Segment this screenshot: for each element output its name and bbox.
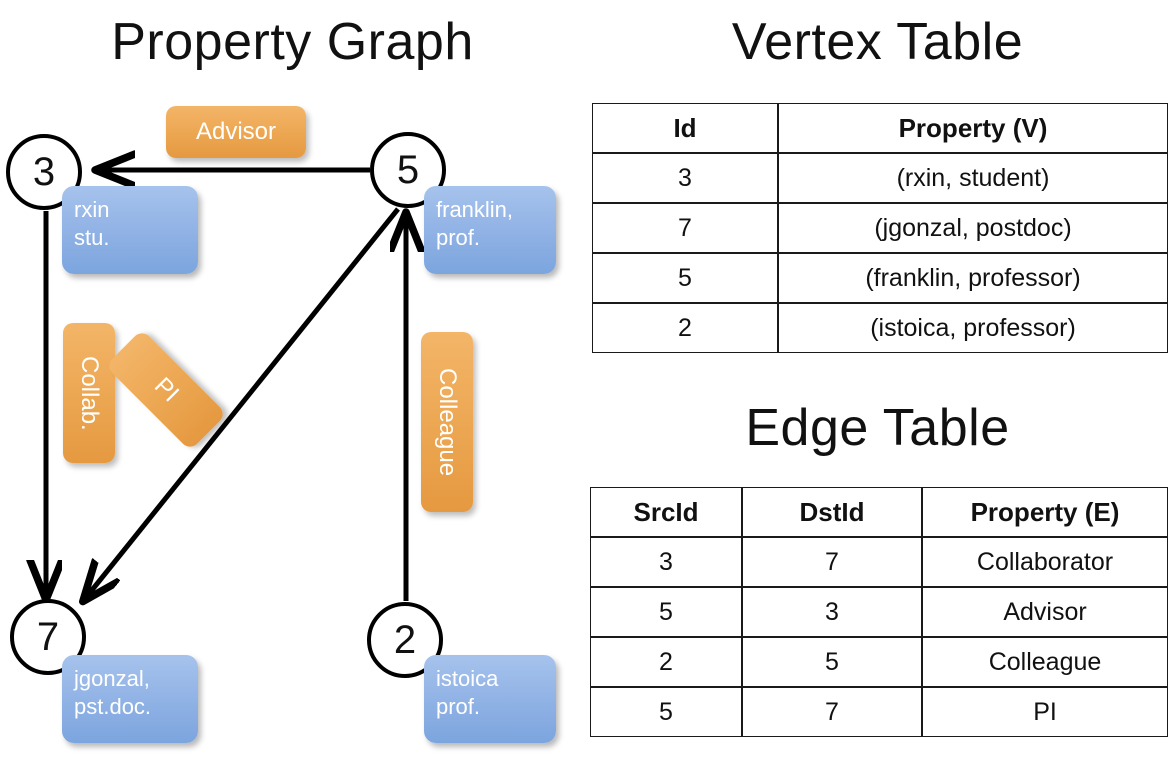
edge-row-1-property: Advisor bbox=[922, 587, 1168, 637]
node-property-box-5: franklin, prof. bbox=[424, 186, 556, 274]
edge-label-box-collab: Collab. bbox=[63, 323, 115, 463]
edge-table-header-row: SrcId DstId Property (E) bbox=[590, 487, 1168, 537]
edge-table-header-property: Property (E) bbox=[922, 487, 1168, 537]
graph-node-2[interactable]: 2 bbox=[367, 602, 443, 678]
node-property-box-7: jgonzal, pst.doc. bbox=[62, 655, 198, 743]
edge-row-1-src: 5 bbox=[590, 587, 742, 637]
vertex-row-1-id: 7 bbox=[592, 203, 778, 253]
node-property-3-line2: stu. bbox=[74, 225, 110, 251]
edge-label-text-advisor: Advisor bbox=[195, 118, 277, 145]
edge-table-header-dstid: DstId bbox=[742, 487, 922, 537]
edge-row-2-src: 2 bbox=[590, 637, 742, 687]
property-graph-diagram: 3 5 7 2 rxin stu. franklin, prof. jgonza… bbox=[0, 0, 585, 760]
edge-row-3-src: 5 bbox=[590, 687, 742, 737]
table-row[interactable]: 2 (istoica, professor) bbox=[592, 303, 1168, 353]
edge-row-3-dst: 7 bbox=[742, 687, 922, 737]
table-row[interactable]: 5 3 Advisor bbox=[590, 587, 1168, 637]
node-property-5-line1: franklin, bbox=[436, 197, 514, 222]
vertex-row-3-id: 2 bbox=[592, 303, 778, 353]
node-property-box-2: istoica prof. bbox=[424, 655, 556, 743]
graph-node-7-label: 7 bbox=[36, 615, 60, 659]
vertex-row-0-id: 3 bbox=[592, 153, 778, 203]
edge-5-to-7-pi bbox=[84, 207, 400, 600]
vertex-table-header-id: Id bbox=[592, 103, 778, 153]
edge-label-box-colleague: Colleague bbox=[421, 332, 473, 512]
node-property-7-line1: jgonzal, bbox=[74, 666, 150, 691]
vertex-table-header-row: Id Property (V) bbox=[592, 103, 1168, 153]
page-title-edge-table: Edge Table bbox=[745, 399, 1010, 457]
page-title-property-graph: Property Graph bbox=[111, 13, 474, 71]
edge-label-text-colleague: Colleague bbox=[434, 367, 461, 477]
edge-row-3-property: PI bbox=[922, 687, 1168, 737]
edge-label-box-advisor: Advisor bbox=[166, 106, 306, 158]
graph-node-5-label: 5 bbox=[396, 148, 420, 192]
edge-row-2-property: Colleague bbox=[922, 637, 1168, 687]
vertex-row-2-id: 5 bbox=[592, 253, 778, 303]
graph-node-2-label: 2 bbox=[393, 618, 417, 662]
node-property-box-3: rxin stu. bbox=[62, 186, 198, 274]
node-property-3-line1: rxin bbox=[74, 197, 110, 222]
graph-node-3-label: 3 bbox=[32, 150, 56, 194]
node-property-7-line2: pst.doc. bbox=[74, 694, 152, 720]
edge-row-1-dst: 3 bbox=[742, 587, 922, 637]
edge-row-0-dst: 7 bbox=[742, 537, 922, 587]
edge-row-0-src: 3 bbox=[590, 537, 742, 587]
edge-row-2-dst: 5 bbox=[742, 637, 922, 687]
table-row[interactable]: 5 (franklin, professor) bbox=[592, 253, 1168, 303]
graph-edges-svg bbox=[0, 0, 585, 760]
node-property-2-line2: prof. bbox=[436, 694, 481, 720]
vertex-table: Id Property (V) 3 (rxin, student) 7 (jgo… bbox=[592, 103, 1168, 353]
table-row[interactable]: 7 (jgonzal, postdoc) bbox=[592, 203, 1168, 253]
edge-table: SrcId DstId Property (E) 3 7 Collaborato… bbox=[590, 487, 1168, 737]
edge-label-text-pi: PI bbox=[148, 372, 184, 408]
table-row[interactable]: 3 (rxin, student) bbox=[592, 153, 1168, 203]
table-row[interactable]: 5 7 PI bbox=[590, 687, 1168, 737]
vertex-row-2-property: (franklin, professor) bbox=[778, 253, 1168, 303]
table-row[interactable]: 3 7 Collaborator bbox=[590, 537, 1168, 587]
node-property-5-line2: prof. bbox=[436, 225, 481, 251]
page-title-vertex-table: Vertex Table bbox=[731, 13, 1024, 71]
graph-node-5[interactable]: 5 bbox=[370, 132, 446, 208]
table-row[interactable]: 2 5 Colleague bbox=[590, 637, 1168, 687]
edge-table-header-srcid: SrcId bbox=[590, 487, 742, 537]
node-property-2-line1: istoica bbox=[436, 666, 499, 691]
vertex-row-0-property: (rxin, student) bbox=[778, 153, 1168, 203]
vertex-row-1-property: (jgonzal, postdoc) bbox=[778, 203, 1168, 253]
vertex-table-header-property: Property (V) bbox=[778, 103, 1168, 153]
edge-row-0-property: Collaborator bbox=[922, 537, 1168, 587]
edge-label-text-collab: Collab. bbox=[76, 355, 103, 431]
vertex-row-3-property: (istoica, professor) bbox=[778, 303, 1168, 353]
